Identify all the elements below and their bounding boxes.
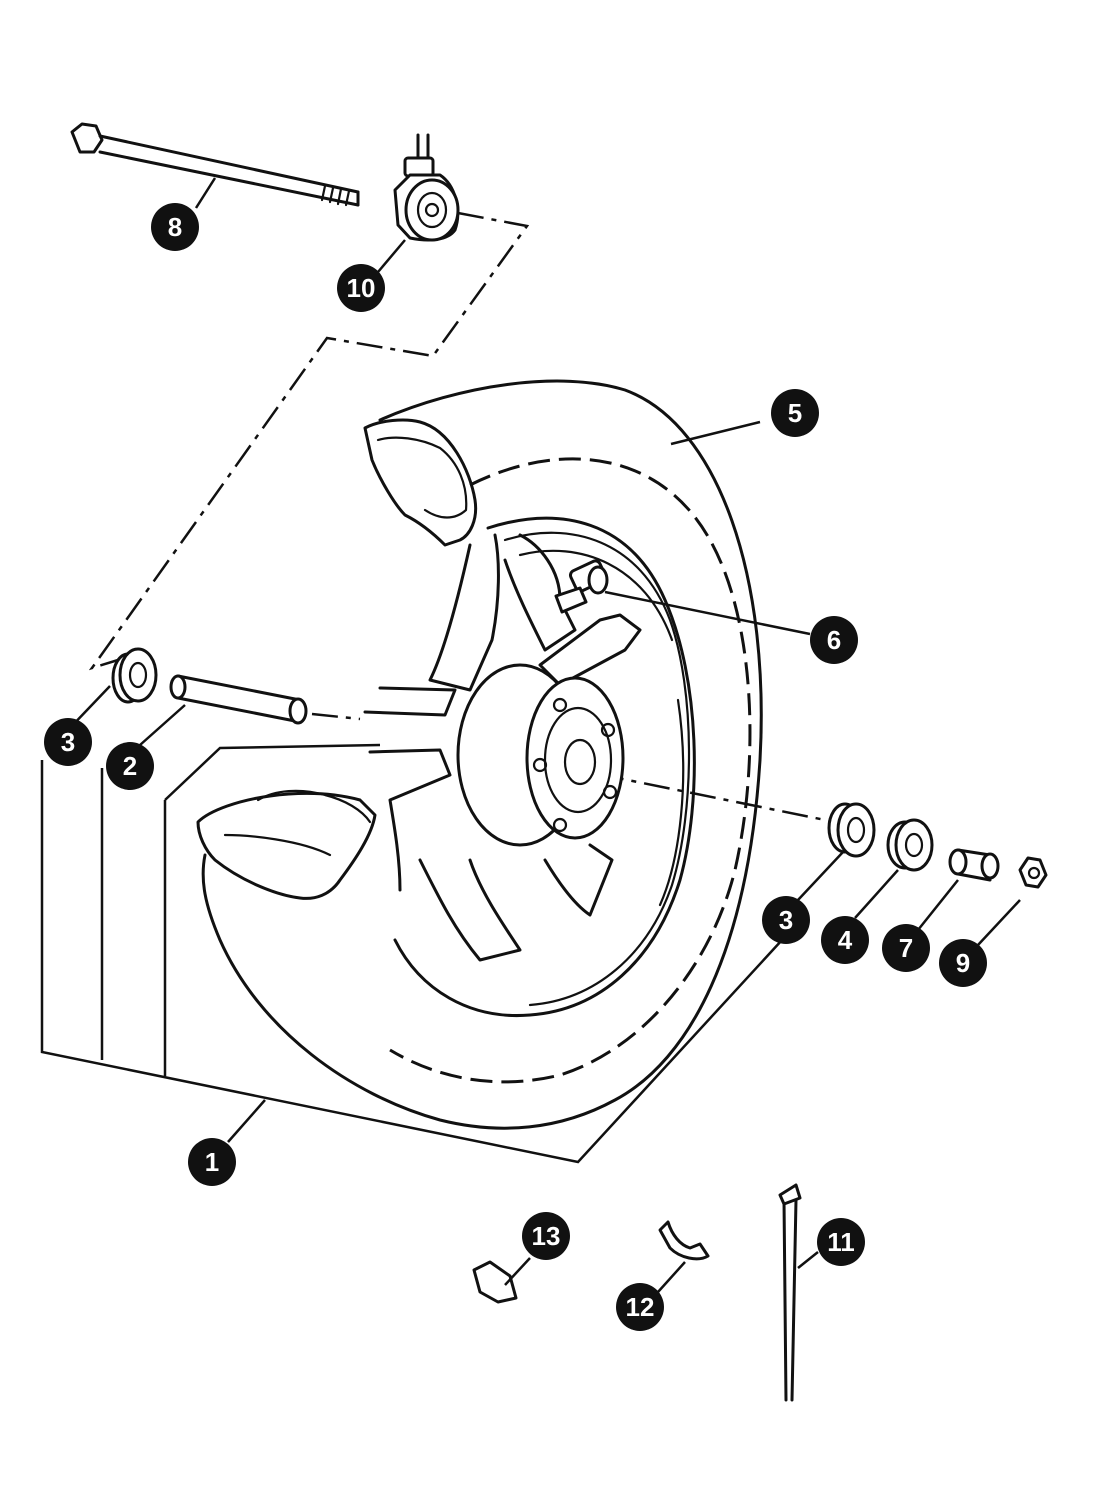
left-bearing-spacer bbox=[111, 647, 308, 725]
callout-number: 13 bbox=[532, 1221, 561, 1251]
callout-3-right: 3 bbox=[762, 896, 810, 944]
callout-3-left: 3 bbox=[44, 718, 92, 766]
spoke-and-clips bbox=[472, 1183, 802, 1402]
callout-7: 7 bbox=[882, 924, 930, 972]
callout-number: 2 bbox=[123, 751, 137, 781]
callout-number: 8 bbox=[168, 212, 182, 242]
callout-number: 9 bbox=[956, 948, 970, 978]
axle bbox=[70, 122, 360, 207]
callout-13: 13 bbox=[522, 1212, 570, 1260]
callout-12: 12 bbox=[616, 1283, 664, 1331]
callout-5: 5 bbox=[771, 389, 819, 437]
right-bearings-collar bbox=[827, 802, 1048, 889]
callout-1: 1 bbox=[188, 1138, 236, 1186]
callout-number: 6 bbox=[827, 625, 841, 655]
callout-number: 10 bbox=[347, 273, 376, 303]
tire bbox=[196, 379, 763, 1130]
callout-number: 12 bbox=[626, 1292, 655, 1322]
callout-4: 4 bbox=[821, 916, 869, 964]
callout-6: 6 bbox=[810, 616, 858, 664]
callout-number: 1 bbox=[205, 1147, 219, 1177]
callout-number: 11 bbox=[827, 1227, 855, 1257]
callout-number: 7 bbox=[899, 933, 913, 963]
speedo-drive bbox=[393, 133, 460, 242]
callout-10: 10 bbox=[337, 264, 385, 312]
alignment-lines bbox=[88, 211, 836, 824]
callout-number: 3 bbox=[61, 727, 75, 757]
callout-2: 2 bbox=[106, 742, 154, 790]
callout-number: 3 bbox=[779, 905, 793, 935]
valve bbox=[554, 559, 609, 614]
callout-11: 11 bbox=[817, 1218, 865, 1266]
callout-9: 9 bbox=[939, 939, 987, 987]
leader-lines bbox=[67, 177, 1021, 1293]
callout-number: 4 bbox=[838, 925, 853, 955]
tire-bracket-lines bbox=[40, 743, 783, 1164]
wheel-rim bbox=[363, 516, 696, 1018]
callout-8: 8 bbox=[151, 203, 199, 251]
callout-number: 5 bbox=[788, 398, 802, 428]
